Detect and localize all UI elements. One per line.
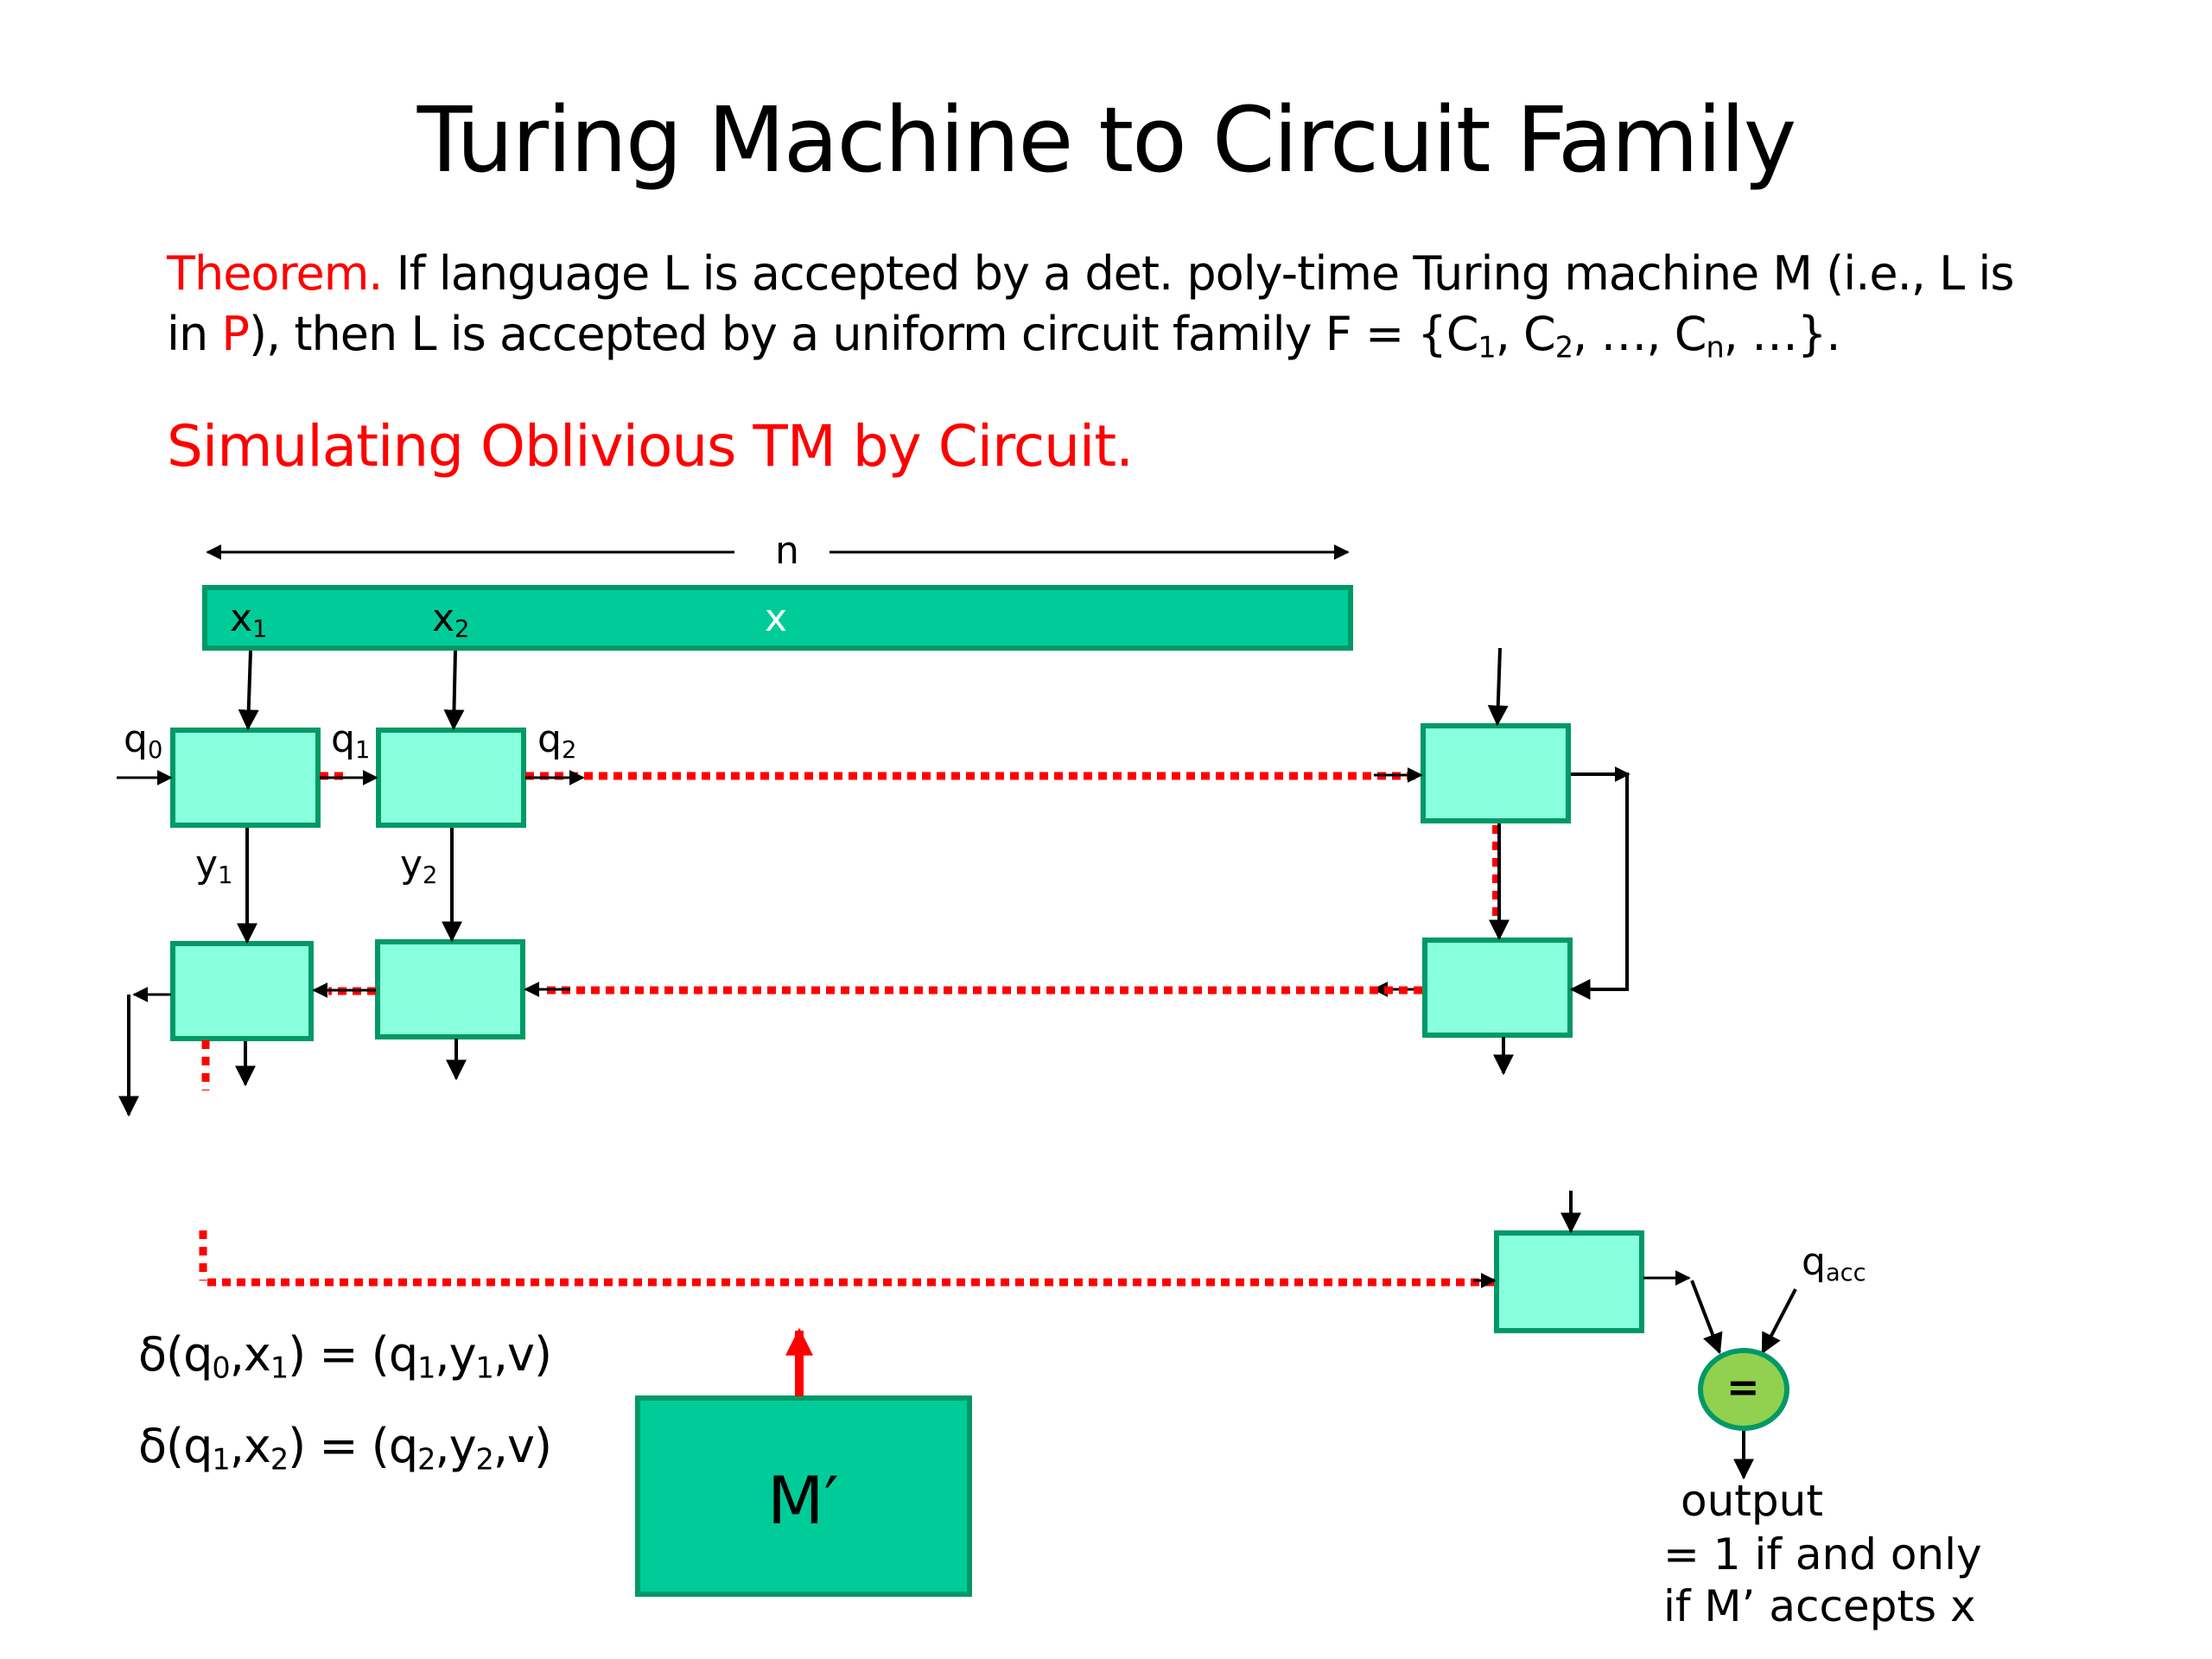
theorem-text-1: If language L is accepted by a det. poly…	[382, 246, 2015, 301]
cell-1-2	[376, 728, 526, 828]
theorem-line-1: Theorem. If language L is accepted by a …	[167, 244, 2068, 304]
cell-1-1	[170, 728, 321, 828]
comparator-gate	[1698, 1348, 1789, 1431]
theorem-text-2a: in	[167, 307, 222, 361]
machine-label: M′	[767, 1462, 839, 1539]
input-length-label: n	[775, 529, 799, 573]
symbol-x2: x2	[432, 596, 470, 643]
comparator-label: =	[1726, 1363, 1760, 1410]
output-caption-2: = 1 if and only	[1663, 1529, 1982, 1580]
class-p: P	[221, 307, 250, 361]
sep2: , …, C	[1573, 307, 1707, 361]
cell-final	[1494, 1230, 1644, 1333]
sub-c1: 1	[1478, 330, 1496, 365]
transition-2: δ(q1,x2) = (q2,y2,v)	[138, 1419, 552, 1477]
theorem-text-2b: ), then L is accepted by a uniform circu…	[248, 307, 1478, 361]
tape-write-arrows	[235, 823, 1514, 1087]
input-tape	[202, 585, 1353, 651]
state-arrows-second	[118, 982, 1422, 1117]
input-arrows	[238, 647, 1581, 1234]
slide-title: Turing Machine to Circuit Family	[416, 87, 1797, 193]
machine-box	[635, 1395, 972, 1597]
cell-2-1	[170, 941, 314, 1041]
comparator-inputs	[1643, 1270, 1797, 1480]
transition-1: δ(q0,x1) = (q1,y1,v)	[138, 1327, 552, 1385]
output-y2: y2	[400, 842, 438, 889]
state-q1: q1	[331, 717, 371, 764]
sub-cn: n	[1706, 330, 1724, 365]
output-caption-3: if M’ accepts x	[1663, 1581, 1976, 1631]
cell-2-2	[375, 939, 525, 1039]
state-q2: q2	[537, 717, 577, 764]
theorem-end: , …}.	[1723, 307, 1841, 361]
cell-1-n	[1421, 723, 1571, 823]
dotted-continuation	[199, 1040, 1497, 1288]
state-q0: q0	[124, 717, 163, 764]
accept-state-label: qacc	[1802, 1240, 1866, 1287]
symbol-x1: x1	[230, 596, 268, 643]
state-arrows-top	[117, 766, 1630, 1000]
cell-2-n	[1422, 938, 1573, 1038]
sep1: , C	[1495, 307, 1556, 361]
output-caption-1: output	[1681, 1476, 1823, 1526]
output-y1: y1	[195, 842, 233, 889]
theorem-label: Theorem.	[167, 246, 383, 301]
theorem-line-2: in P), then L is accepted by a uniform c…	[167, 304, 2068, 365]
input-tape-label: x	[765, 596, 788, 640]
subheading: Simulating Oblivious TM by Circuit.	[167, 413, 1134, 480]
sub-c2: 2	[1554, 330, 1573, 365]
